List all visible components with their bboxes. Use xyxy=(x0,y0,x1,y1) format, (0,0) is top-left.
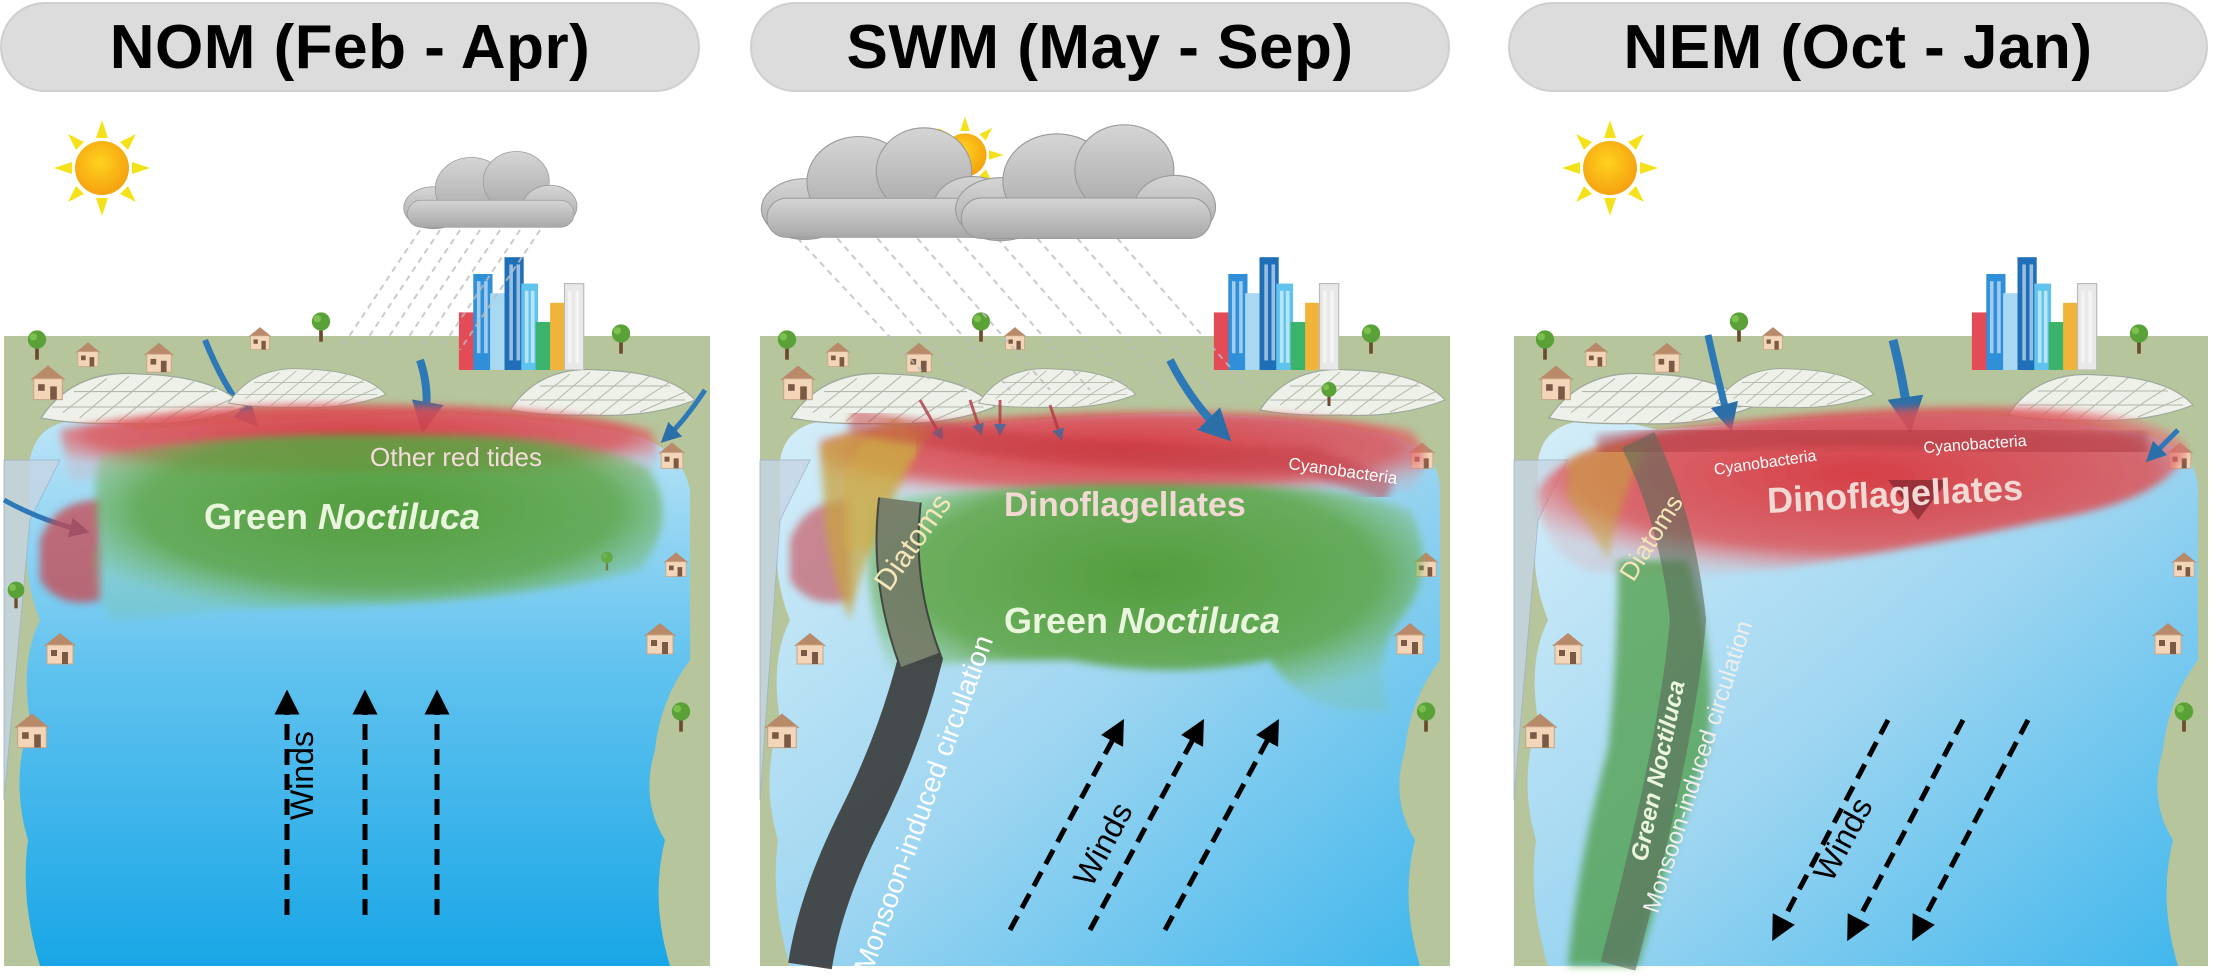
green-noctiluca-bloom xyxy=(92,434,663,620)
wind-arrow-2 xyxy=(1087,719,1204,932)
panel-swm: SWM (May - Sep) xyxy=(750,0,1460,977)
wind-arrow-1 xyxy=(1007,719,1124,932)
diatom-band xyxy=(1568,444,1648,560)
wind-arrows xyxy=(1007,719,1279,932)
label-dinoflagellates: Dinoflagellates xyxy=(1004,486,1246,524)
label-noctiluca-italic: Noctiluca xyxy=(318,496,481,537)
monsoon-circulation-band xyxy=(1600,431,1707,971)
wind-arrow-3 xyxy=(1912,718,2031,942)
season-title-nem: NEM (Oct - Jan) xyxy=(1508,2,2208,92)
red-tide-west xyxy=(40,500,100,603)
green-noctiluca-bloom xyxy=(867,484,1423,712)
bay-diagram-swm xyxy=(759,116,1450,970)
label-green-noctiluca: Green Noctiluca xyxy=(1004,600,1280,642)
label-noctiluca-italic: Noctiluca xyxy=(1118,600,1281,641)
bay-diagram-nom xyxy=(2,120,710,966)
label-green-noctiluca-prefix: Green xyxy=(1004,600,1119,641)
scene-swm: Dinoflagellates Cyanobacteria Diatoms Mo… xyxy=(750,100,1460,977)
bay-diagram-nem xyxy=(1513,120,2208,971)
wind-arrow-2 xyxy=(1847,718,1966,942)
panel-nom: NOM (Feb - Apr) xyxy=(0,0,710,970)
label-green-noctiluca-prefix: Green xyxy=(204,496,319,537)
season-title-swm: SWM (May - Sep) xyxy=(750,2,1450,92)
wind-arrows xyxy=(274,689,450,915)
season-title-nom: NOM (Feb - Apr) xyxy=(0,2,700,92)
monsoon-circulation-band xyxy=(788,497,944,970)
wind-arrows xyxy=(1772,718,2031,942)
scene-nem: Cyanobacteria Cyanobacteria Dinoflagella… xyxy=(1508,100,2218,971)
panel-nem: NEM (Oct - Jan) xyxy=(1508,0,2218,971)
label-green-noctiluca: Green Noctiluca xyxy=(204,496,480,538)
wind-arrow-1 xyxy=(1772,718,1891,942)
label-winds: Winds xyxy=(284,731,320,820)
scene-nom: Other red tides Green Noctiluca Winds xyxy=(0,100,710,970)
wind-arrow-3 xyxy=(1162,719,1279,932)
label-other-red-tides: Other red tides xyxy=(370,442,542,472)
